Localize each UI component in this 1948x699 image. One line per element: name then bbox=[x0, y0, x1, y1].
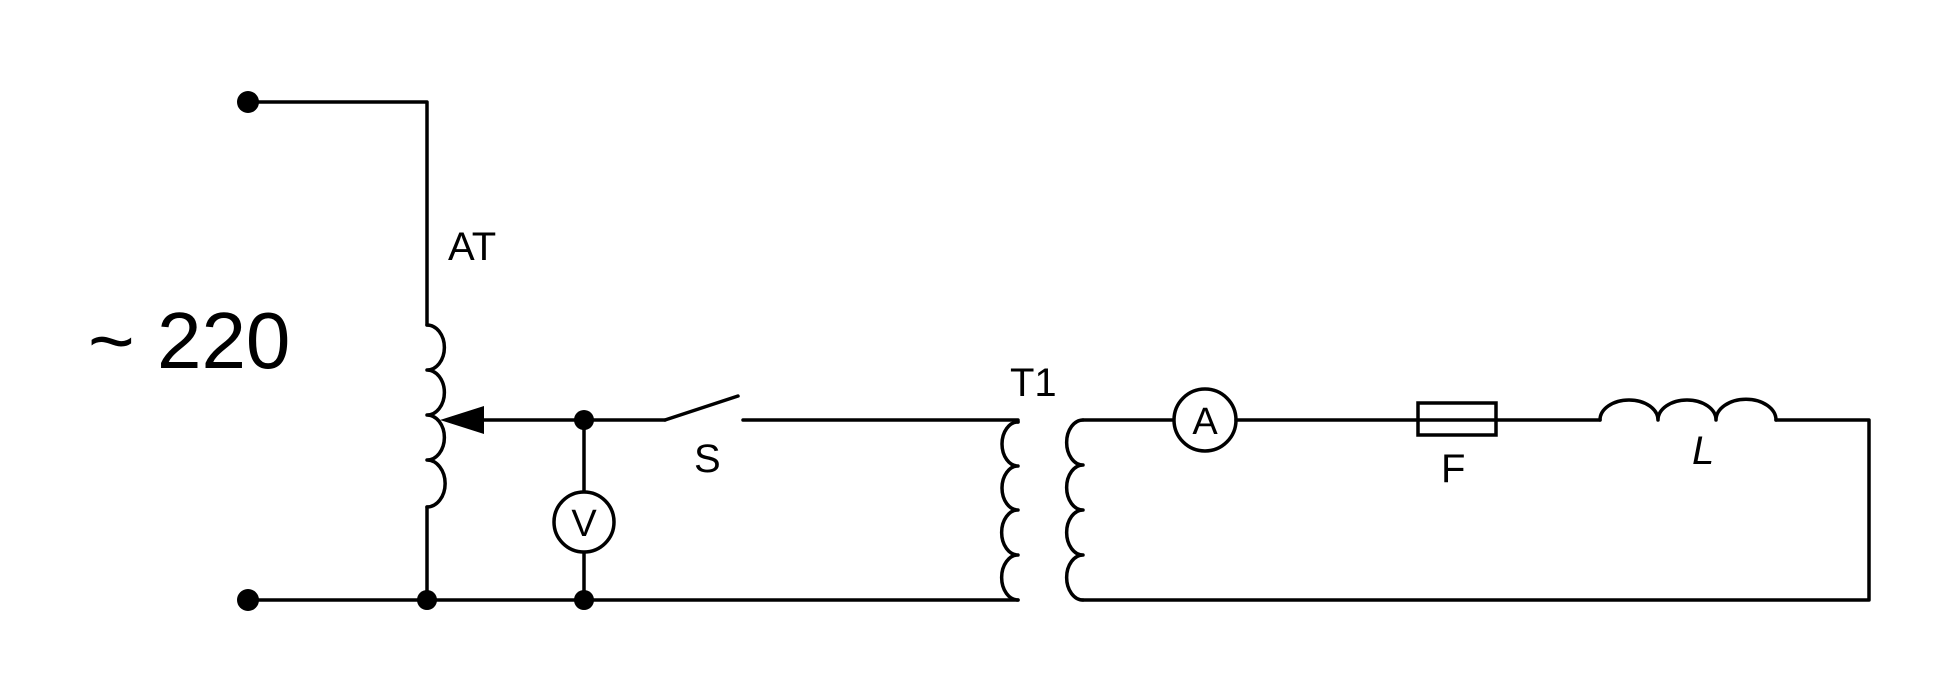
transformer-secondary-winding bbox=[1064, 418, 1085, 602]
voltmeter-letter: V bbox=[571, 503, 597, 545]
wiper-arrowhead bbox=[440, 406, 484, 434]
switch-label: S bbox=[694, 437, 721, 481]
inductor-coil bbox=[1598, 397, 1778, 422]
supply-wire-top bbox=[246, 100, 429, 327]
switch-blade bbox=[663, 394, 740, 422]
fuse-label: F bbox=[1441, 447, 1465, 491]
voltmeter-circle bbox=[552, 490, 616, 554]
inductor-label: L bbox=[1692, 429, 1714, 473]
ammeter-letter: A bbox=[1192, 401, 1218, 443]
switch-output-wire bbox=[741, 418, 1020, 424]
ammeter: A bbox=[1172, 387, 1238, 453]
secondary-return-wire bbox=[1081, 418, 1871, 602]
transformer-label: T1 bbox=[1010, 361, 1057, 405]
supply-voltage-label: ~ 220 bbox=[88, 296, 290, 385]
voltmeter: V bbox=[552, 490, 616, 554]
transformer-primary-winding bbox=[999, 420, 1020, 602]
autotransformer-winding bbox=[425, 323, 447, 509]
junction-dot bbox=[417, 590, 437, 610]
autotransformer-label: AT bbox=[448, 225, 496, 269]
